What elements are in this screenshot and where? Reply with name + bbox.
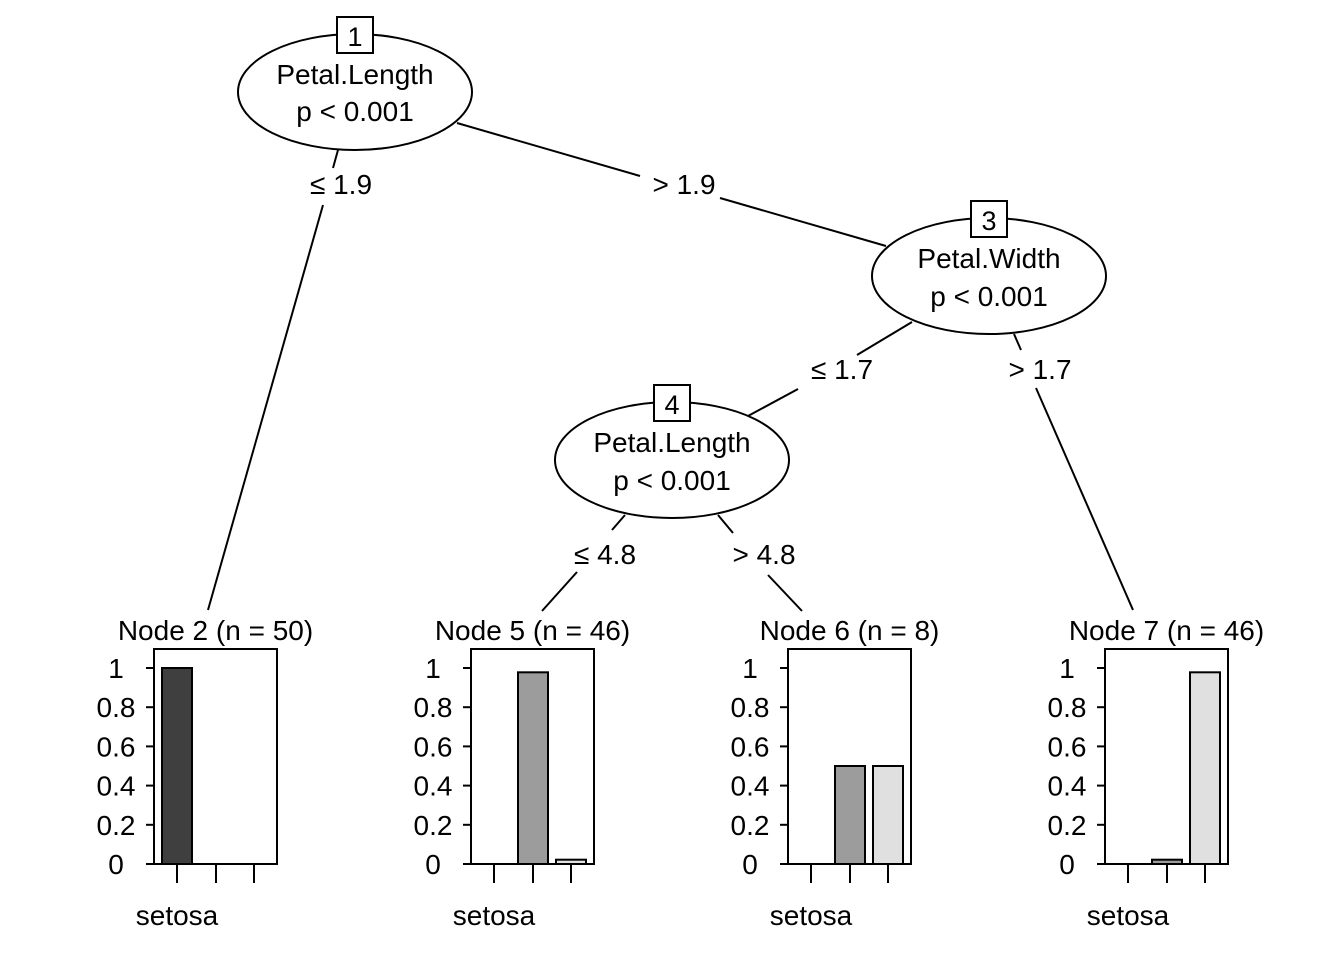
edge-1-2-lower (207, 204, 324, 611)
bar (161, 667, 193, 865)
node-pvalue: p < 0.001 (930, 281, 1048, 312)
y-tick-label: 0.8 (414, 692, 453, 723)
node-title: Node 5 (n = 46) (435, 615, 630, 646)
node-id: 3 (981, 206, 996, 236)
y-tick-label: 0.8 (1048, 692, 1087, 723)
y-tick-label: 0.2 (414, 810, 453, 841)
edge-1-3-upper (456, 122, 641, 177)
bar (1151, 858, 1183, 865)
edge-label-1-2: ≤ 1.9 (310, 169, 372, 200)
node-pvalue: p < 0.001 (613, 465, 731, 496)
x-tick-label: setosa (136, 900, 219, 931)
inner-node-4: 4 Petal.Length p < 0.001 (554, 384, 790, 519)
y-tick-label: 0.6 (731, 731, 770, 762)
node-title: Node 2 (n = 50) (118, 615, 313, 646)
y-tick-label: 0.2 (731, 810, 770, 841)
edge-3-4-upper (856, 321, 913, 356)
node-id: 1 (347, 22, 362, 52)
edges (207, 122, 1134, 612)
terminal-node-5: Node 5 (n = 46) 0 0.2 0.4 0.6 0.8 1 setosa (414, 615, 631, 931)
edge-3-7-lower (1035, 387, 1134, 611)
y-tick-label: 0.6 (414, 731, 453, 762)
bar (834, 765, 866, 865)
y-tick-label: 1 (742, 653, 758, 684)
terminal-node-panels: Node 2 (n = 50)00.20.40.60.81setosaNode … (97, 615, 1265, 931)
y-tick-label: 0.6 (1048, 731, 1087, 762)
terminal-node-2: Node 2 (n = 50) 0 0.2 0.4 0.6 0.8 1 setosa (97, 615, 314, 931)
terminal-node-7: Node 7 (n = 46) 0 0.2 0.4 0.6 0.8 1 setosa (1048, 615, 1265, 931)
x-tick-label: setosa (770, 900, 853, 931)
y-tick-label: 0.4 (731, 771, 770, 802)
node-variable: Petal.Length (276, 59, 433, 90)
edge-4-5-upper (611, 514, 626, 531)
terminal-node-6: Node 6 (n = 8) 0 0.2 0.4 0.6 0.8 1 setosa (731, 615, 940, 931)
y-tick-label: 1 (1059, 653, 1075, 684)
node-title: Node 6 (n = 8) (760, 615, 940, 646)
edge-label-4-5: ≤ 4.8 (574, 539, 636, 570)
edge-1-2-upper (332, 149, 339, 169)
node-variable: Petal.Length (593, 427, 750, 458)
edge-label-4-6: > 4.8 (732, 539, 795, 570)
y-tick-label: 0.2 (1048, 810, 1087, 841)
y-tick-label: 0 (742, 849, 758, 880)
y-tick-label: 0.4 (414, 771, 453, 802)
node-variable: Petal.Width (917, 243, 1060, 274)
edge-label-3-4: ≤ 1.7 (811, 354, 873, 385)
bar (517, 671, 549, 866)
edge-labels: ≤ 1.9 > 1.9 ≤ 1.7 > 1.7 ≤ 4.8 > 4.8 (310, 169, 1072, 570)
node-id: 4 (664, 390, 679, 420)
y-tick-label: 0.2 (97, 810, 136, 841)
x-tick-label: setosa (1087, 900, 1170, 931)
node-id-box (336, 16, 374, 54)
y-tick-label: 0.6 (97, 731, 136, 762)
bar (1189, 671, 1221, 866)
edge-label-1-3: > 1.9 (652, 169, 715, 200)
y-tick-label: 1 (425, 653, 441, 684)
y-tick-label: 0.4 (1048, 771, 1087, 802)
edge-4-6-lower (767, 574, 803, 612)
bar (872, 765, 904, 865)
inner-node-1: 1 Petal.Length p < 0.001 (237, 16, 473, 151)
node-pvalue: p < 0.001 (296, 96, 414, 127)
edge-1-3-lower (719, 197, 887, 247)
y-tick-label: 0.4 (97, 771, 136, 802)
edge-4-6-upper (717, 514, 734, 534)
node-id-box (970, 200, 1008, 238)
node-title: Node 7 (n = 46) (1069, 615, 1264, 646)
y-tick-label: 0 (425, 849, 441, 880)
edge-label-3-7: > 1.7 (1008, 354, 1071, 385)
node-id-box (653, 384, 691, 422)
x-tick-label: setosa (453, 900, 536, 931)
edge-4-5-lower (541, 571, 578, 612)
y-tick-label: 0 (1059, 849, 1075, 880)
y-tick-label: 0.8 (731, 692, 770, 723)
edge-3-7-upper (1013, 333, 1022, 351)
inner-node-3: 3 Petal.Width p < 0.001 (871, 200, 1107, 335)
bar (555, 858, 587, 865)
edge-3-4-lower (747, 388, 799, 417)
y-tick-label: 1 (108, 653, 124, 684)
y-tick-label: 0.8 (97, 692, 136, 723)
y-tick-label: 0 (108, 849, 124, 880)
